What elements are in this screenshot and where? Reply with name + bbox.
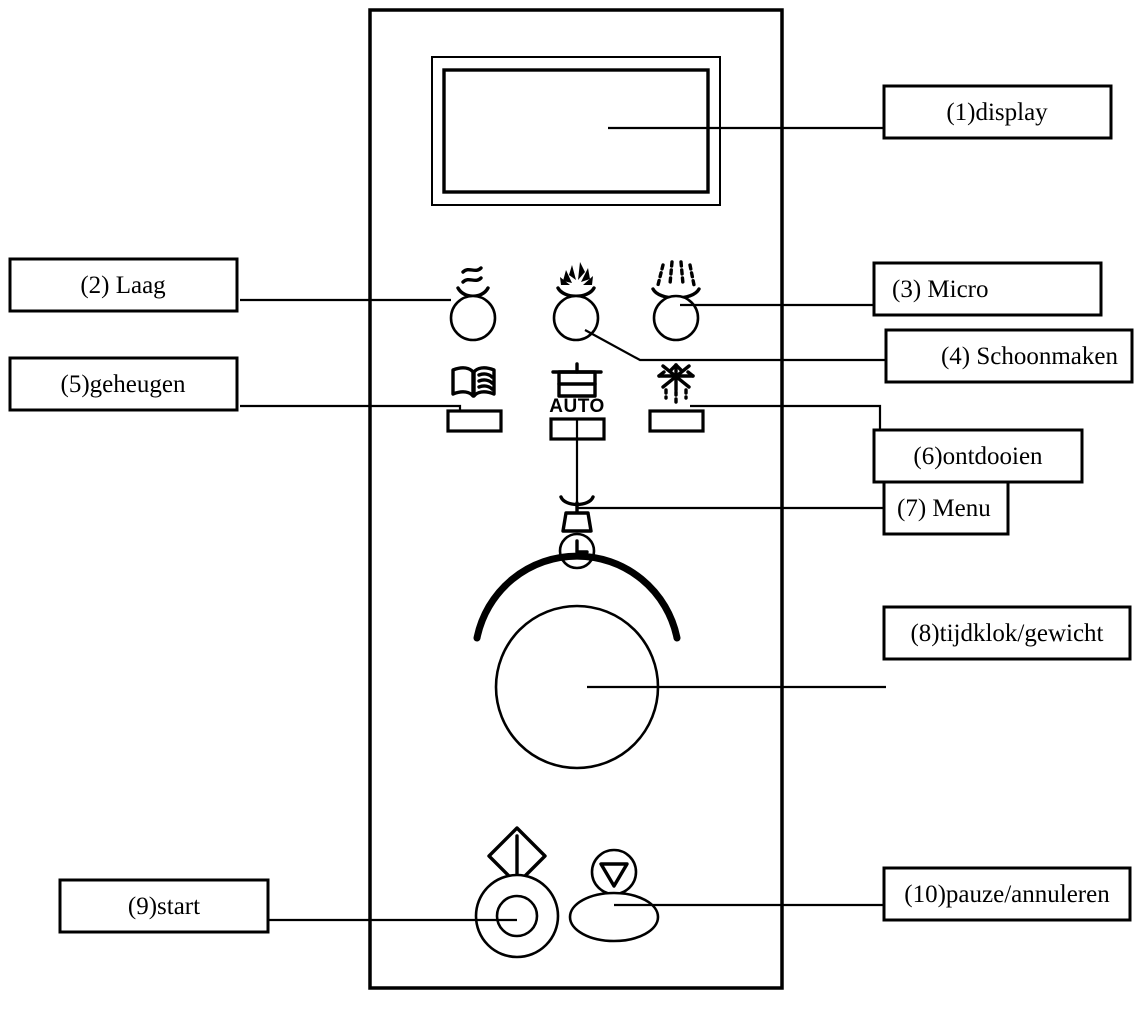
leader-line-6 bbox=[690, 404, 882, 430]
display-screen[interactable] bbox=[442, 68, 710, 194]
callout-box-3 bbox=[872, 261, 1103, 317]
low-power-button[interactable] bbox=[449, 294, 497, 342]
snowflake-defrost-icon bbox=[657, 363, 695, 405]
stop-triangle-icon bbox=[590, 848, 638, 896]
callout-label-1: (1)display bbox=[946, 99, 1048, 126]
callout-label-6: (6)ontdooien bbox=[913, 443, 1043, 470]
callout-label-8: (8)tijdklok/gewicht bbox=[910, 620, 1103, 647]
open-book-icon bbox=[451, 366, 496, 398]
clean-button[interactable] bbox=[652, 294, 700, 342]
start-button[interactable] bbox=[495, 894, 539, 938]
callout-box-7 bbox=[882, 480, 1010, 536]
callout-label-4: (4) Schoonmaken bbox=[941, 343, 1119, 370]
display-outer-bezel bbox=[431, 56, 721, 206]
pause-cancel-button[interactable] bbox=[568, 891, 660, 943]
auto-caption: AUTO bbox=[549, 396, 604, 417]
clock-icon bbox=[558, 532, 596, 570]
leader-line-4 bbox=[584, 329, 893, 362]
callout-box-4 bbox=[884, 328, 1134, 384]
callout-label-3: (3) Micro bbox=[892, 276, 989, 303]
callout-label-5: (5)geheugen bbox=[61, 371, 186, 398]
dial-arc bbox=[473, 552, 681, 642]
callout-box-2 bbox=[8, 257, 239, 313]
leader-line-5 bbox=[240, 404, 462, 412]
pot-auto-icon bbox=[551, 362, 603, 398]
callout-box-9 bbox=[58, 878, 270, 934]
callout-label-7: (7) Menu bbox=[897, 495, 991, 522]
callout-label-9: (9)start bbox=[128, 893, 200, 920]
callout-box-10 bbox=[882, 866, 1132, 922]
defrost-pad[interactable] bbox=[648, 409, 705, 433]
callout-label-10: (10)pauze/annuleren bbox=[904, 881, 1110, 908]
callout-box-5 bbox=[8, 356, 239, 412]
callout-label-2: (2) Laag bbox=[80, 272, 166, 299]
memory-pad[interactable] bbox=[446, 409, 503, 433]
callout-box-8 bbox=[882, 605, 1132, 661]
callout-box-1 bbox=[882, 84, 1113, 140]
micro-button[interactable] bbox=[552, 294, 600, 342]
menu-scale-icon[interactable] bbox=[559, 495, 595, 533]
